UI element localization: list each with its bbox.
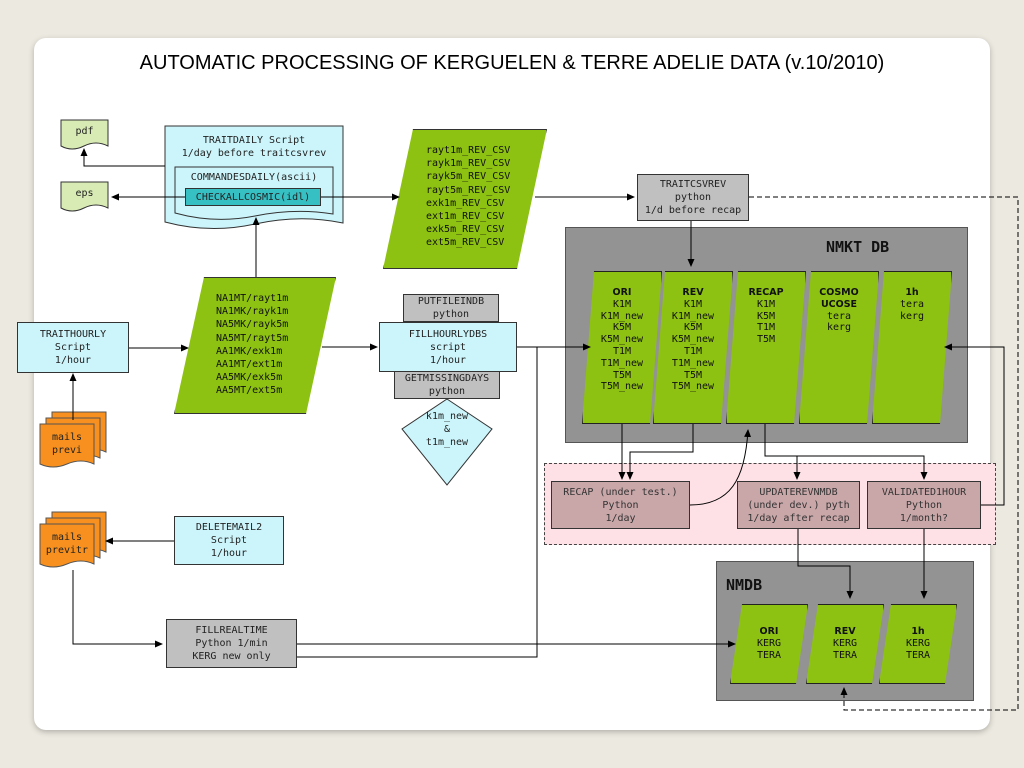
nmdb-ori-rows: KERG TERA	[756, 637, 782, 661]
pdf-doc-shape	[60, 119, 109, 150]
na-aa-files-label: NA1MT/rayt1m NA1MK/rayk1m NA5MK/rayk5m N…	[216, 293, 289, 397]
nmkt-rev-rows: K1M K1M_new K5M K5M_new T1M T1M_new T5M …	[671, 298, 715, 393]
nmkt-cosmo-name: COSMO UCOSE	[819, 287, 859, 310]
mails-previ-node[interactable]: mails previ	[51, 432, 83, 456]
nmkt-cosmo-rows: tera kerg	[826, 310, 852, 334]
nmdb-table-1h[interactable]	[879, 604, 957, 684]
eps-doc-shape	[60, 181, 109, 212]
nmdb-table-rev[interactable]	[806, 604, 884, 684]
nmkt-1h-rows: tera kerg	[899, 298, 925, 322]
nmdb-1h-rows: KERG TERA	[905, 637, 931, 661]
recap-node[interactable]: RECAP (under test.) Python 1/day	[551, 481, 690, 529]
nmdb-rev-name: REV	[834, 626, 856, 637]
putfileindb-node[interactable]: PUTFILEINDB python	[403, 294, 499, 322]
nmkt-ori-name: ORI	[612, 287, 632, 298]
checkallcosmic-node[interactable]: CHECKALLCOSMIC(idl)	[185, 188, 321, 206]
nmkt-ori-rows: K1M K1M_new K5M K5M_new T1M T1M_new T5M …	[600, 298, 644, 393]
traitcsvrev-node[interactable]: TRAITCSVREV python 1/d before recap	[637, 174, 749, 221]
decision-node[interactable]: k1m_new & t1m_new	[425, 410, 469, 448]
nmkt-recap-name: RECAP	[748, 287, 784, 298]
updaterevnmdb-node[interactable]: UPDATEREVNMDB (under dev.) pyth 1/day af…	[737, 481, 860, 529]
nmdb-ori-name: ORI	[759, 626, 779, 637]
traithourly-node[interactable]: TRAITHOURLY Script 1/hour	[17, 322, 129, 373]
deletemail2-node[interactable]: DELETEMAIL2 Script 1/hour	[174, 516, 284, 565]
mails-previtr-stack-icon	[39, 511, 107, 568]
nmkt-db-title: NMKT DB	[826, 238, 890, 256]
decision-diamond-shape	[401, 398, 493, 486]
mails-previtr-node[interactable]: mails previtr	[45, 532, 89, 556]
nmdb-table-ori[interactable]	[730, 604, 808, 684]
fillhourlydbs-node[interactable]: FILLHOURLYDBS script 1/hour	[379, 322, 517, 372]
eps-node[interactable]: eps	[75, 187, 94, 199]
nmkt-table-cosmoucose[interactable]	[799, 271, 879, 424]
nmdb-1h-name: 1h	[911, 626, 925, 637]
nmkt-1h-name: 1h	[905, 287, 919, 298]
na-aa-files[interactable]	[174, 277, 336, 414]
rev-csv-files-label: rayt1m_REV_CSV rayk1m_REV_CSV rayk5m_REV…	[426, 145, 511, 249]
nmkt-rev-name: REV	[682, 287, 704, 298]
nmdb-rev-rows: KERG TERA	[832, 637, 858, 661]
mails-previ-stack-icon	[39, 411, 107, 468]
commandesdaily-node[interactable]: COMMANDESDAILY(ascii)	[190, 171, 318, 183]
nmkt-recap-rows: K1M K5M T1M T5M	[756, 298, 776, 346]
pdf-node[interactable]: pdf	[75, 125, 94, 137]
getmissingdays-node[interactable]: GETMISSINGDAYS python	[394, 371, 500, 399]
diagram-title: AUTOMATIC PROCESSING OF KERGUELEN & TERR…	[139, 52, 885, 74]
fillrealtime-node[interactable]: FILLREALTIME Python 1/min KERG new only	[166, 619, 297, 668]
nmdb-title: NMDB	[726, 576, 763, 594]
traitdaily-script-node[interactable]: TRAITDAILY Script 1/day before traitcsvr…	[181, 135, 327, 159]
validated1hour-node[interactable]: VALIDATED1HOUR Python 1/month?	[867, 481, 981, 529]
nmkt-table-1h[interactable]	[872, 271, 952, 424]
